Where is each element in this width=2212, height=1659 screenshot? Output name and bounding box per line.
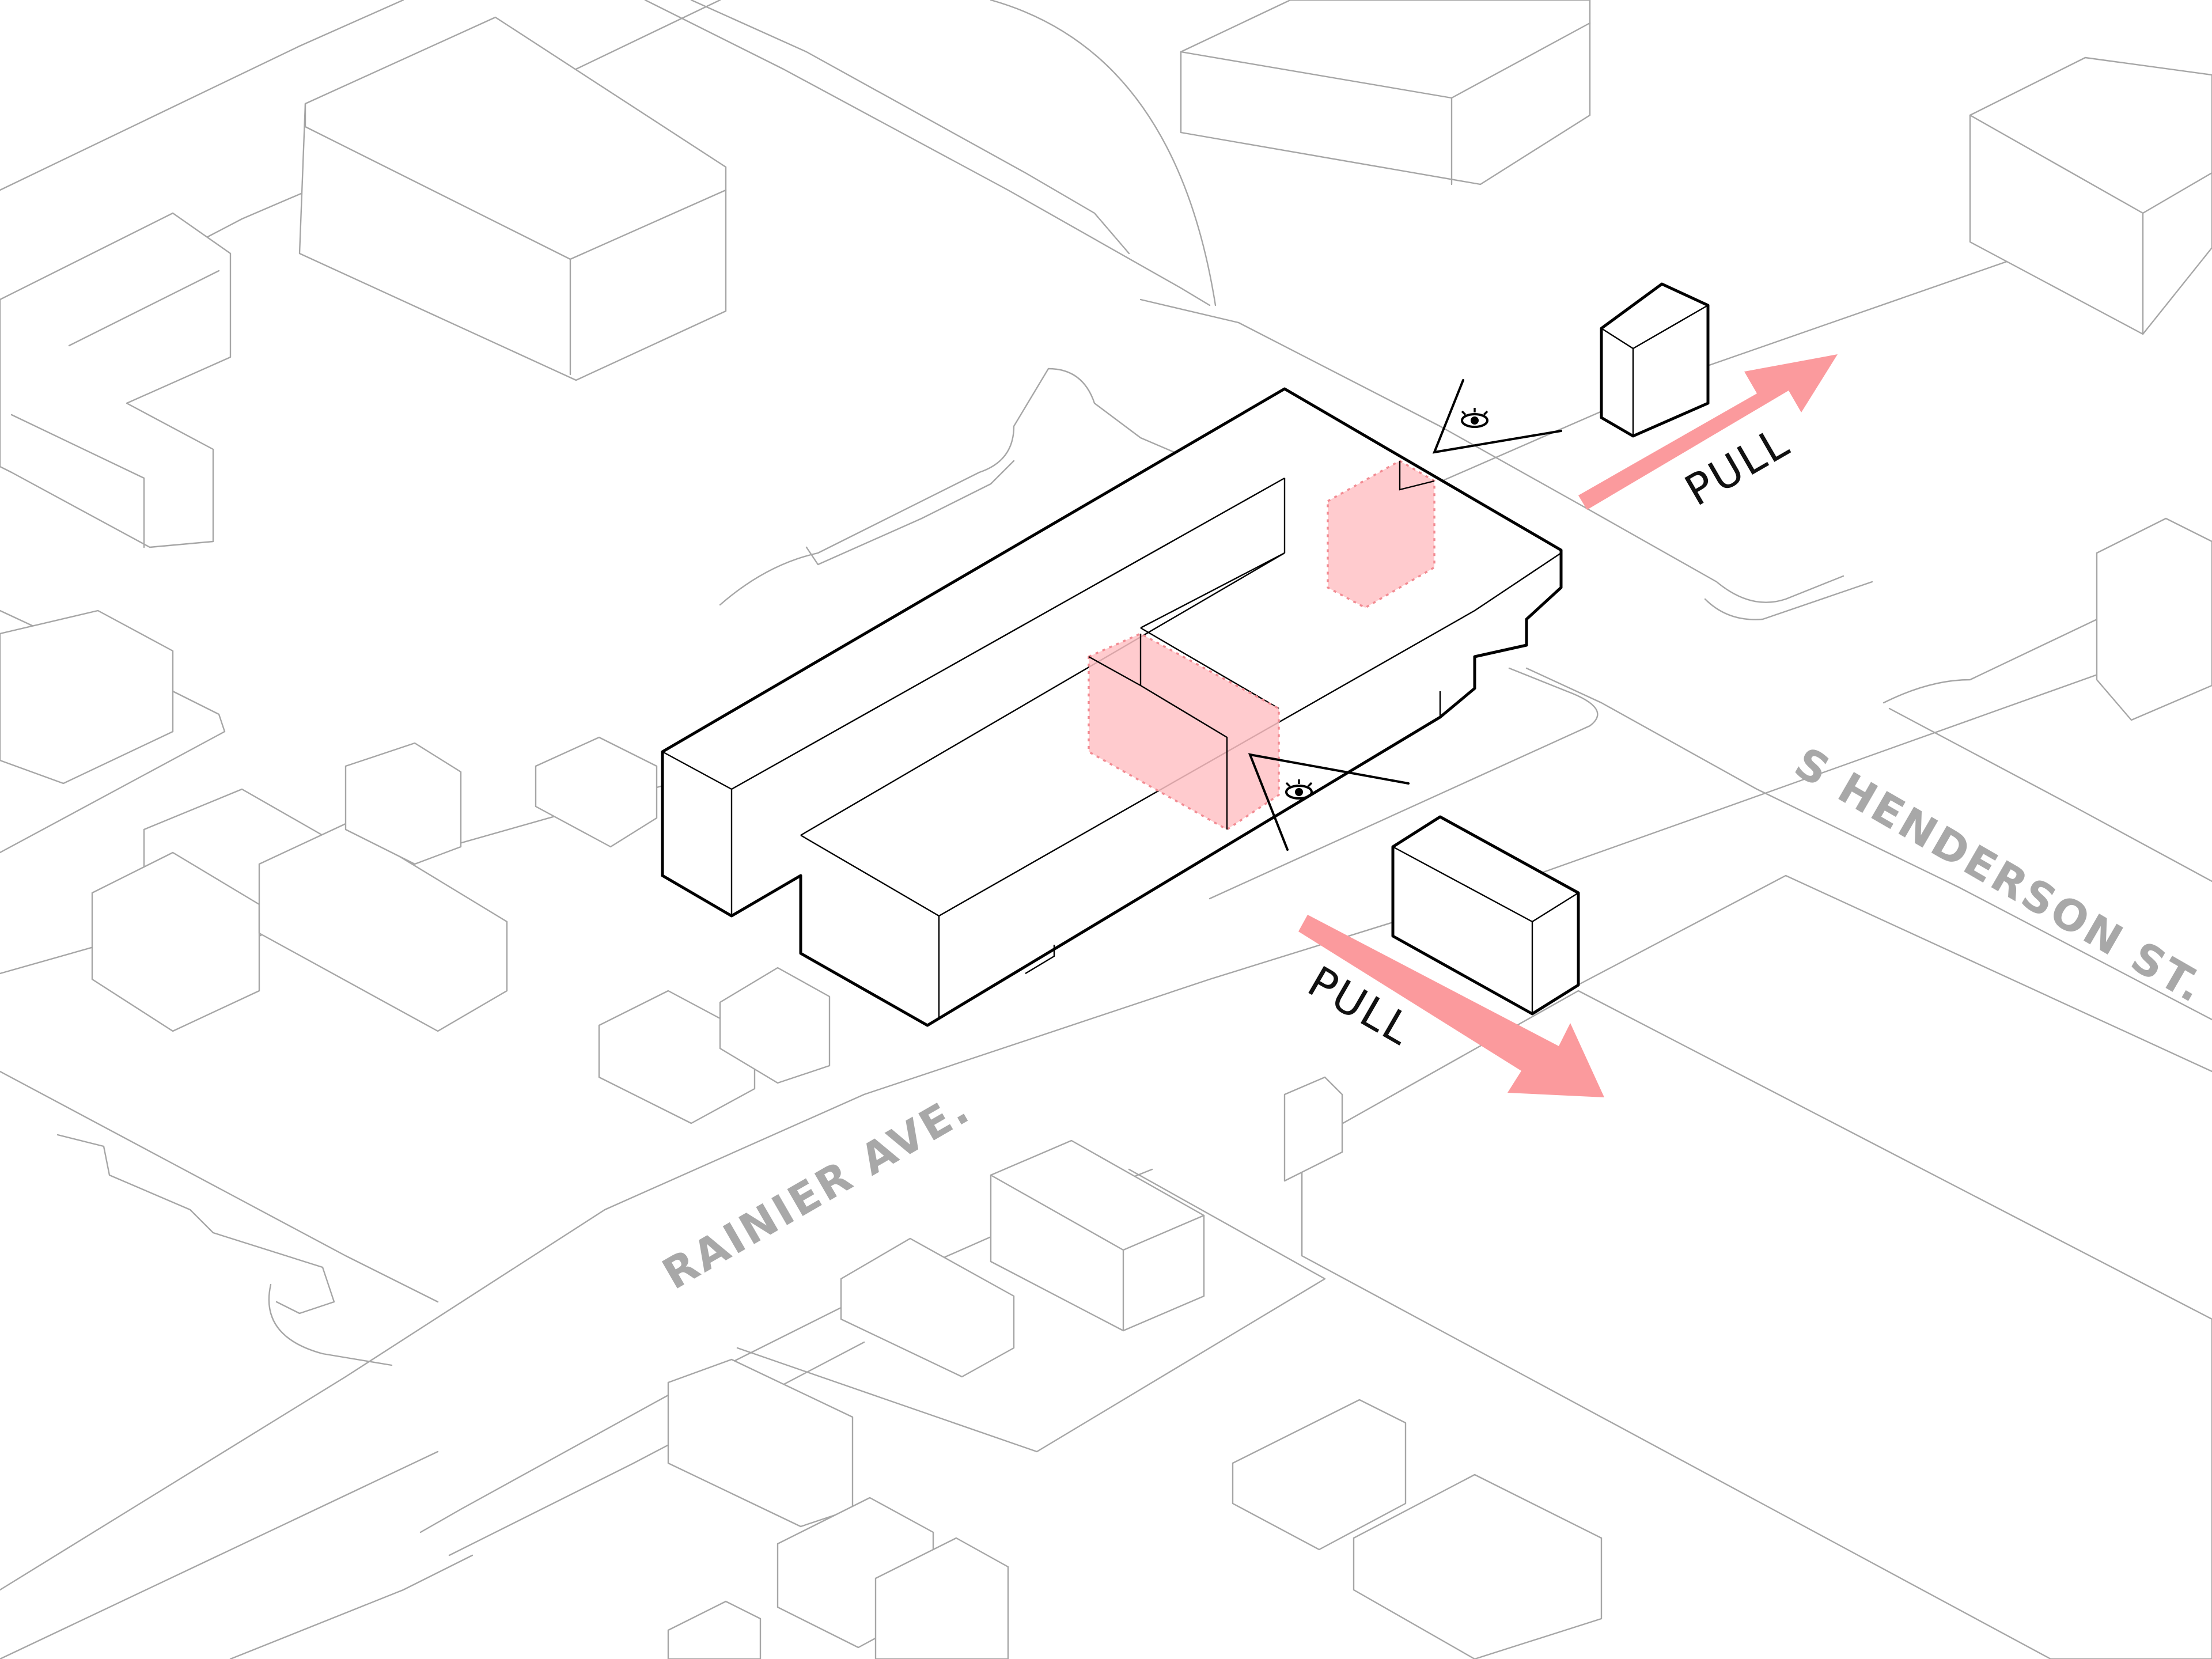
southwest-street-b	[229, 1554, 474, 1659]
southwest-street-a	[0, 1450, 439, 1659]
context-building-sw-2	[719, 967, 831, 1084]
context-building-nw-2-edge	[10, 270, 220, 548]
context-building-w-3	[91, 851, 260, 1032]
context-building-s-3	[667, 1358, 854, 1528]
west-parcel-line	[56, 1134, 335, 1315]
proposed-building-notch	[1025, 691, 1441, 975]
context-building-w-6	[535, 736, 658, 848]
view-cone-north	[1432, 379, 1562, 454]
context-building-n-1	[1180, 0, 1591, 185]
henderson-curb-south-b	[1888, 707, 2212, 882]
rainier-ave-curb-lower	[0, 632, 2212, 1591]
pull-arrows	[1298, 354, 1838, 1097]
pull-arrow-northeast	[1578, 354, 1838, 510]
site-north-curb	[719, 368, 1182, 606]
highlight-volume-north-edge	[1399, 461, 1435, 491]
context-building-w-1	[0, 609, 174, 785]
context-building-nw-1	[298, 16, 727, 381]
context-building-nw-2	[0, 212, 232, 548]
site-north-curb-inner	[805, 460, 1015, 566]
henderson-north-west-curb-b	[690, 0, 1130, 255]
lower-street-curb-b	[448, 1341, 865, 1556]
context-building-w-4	[258, 823, 508, 1032]
south-east-street	[1566, 874, 2212, 1073]
context-building-se-annex	[1283, 1076, 1343, 1182]
adjacent-block-south-edge	[1392, 846, 1579, 1014]
context-building-n-1-edge	[1180, 22, 1591, 185]
street-label-henderson: S HENDERSON ST.	[1786, 738, 2212, 1013]
henderson-curb-north	[1139, 298, 1844, 603]
proposed-building-north-bar-roof	[662, 477, 1286, 916]
eye-icon	[1285, 779, 1313, 800]
adjacent-blocks	[1391, 282, 1710, 1016]
west-street-a	[0, 1070, 439, 1303]
highlight-volume-south-edge	[1088, 634, 1228, 830]
view-indicators	[1248, 379, 1562, 851]
eye-icon	[1461, 408, 1488, 428]
parcel-south	[736, 1168, 1326, 1453]
intersection-curb	[1704, 581, 1873, 620]
henderson-north-west-curb	[644, 0, 1211, 306]
northern-road-curb-a	[0, 0, 404, 191]
context-building-s-5	[874, 1537, 1009, 1659]
context-building-nw-1-edge	[304, 103, 727, 376]
adjacent-block-north-edge	[1601, 304, 1709, 436]
pull-arrow-southeast	[1298, 915, 1604, 1097]
context-building-s-7	[1353, 1474, 1603, 1659]
context-building-s-2	[840, 1237, 1015, 1378]
curb-return-east	[1883, 563, 2212, 704]
context-building-ne-1	[1969, 56, 2212, 335]
highlighted-volumes	[1088, 460, 1435, 831]
west-parking	[268, 1283, 393, 1366]
context-building-s-1-edge	[990, 1174, 1205, 1332]
context-building-s-8	[667, 1600, 762, 1659]
top-curve-parcel	[990, 0, 1217, 306]
site-south-curb	[1209, 667, 1599, 900]
henderson-curb-south	[1525, 667, 2212, 1021]
context-building-ne-1-edge	[1969, 114, 2212, 335]
context-building-e-1	[2096, 517, 2212, 721]
adjacent-block-north	[1600, 282, 1710, 438]
view-cone-south	[1248, 753, 1410, 851]
context-building-s-6	[1232, 1399, 1407, 1551]
context-building-w-5	[344, 742, 462, 865]
context-building-sw-1	[598, 990, 756, 1124]
